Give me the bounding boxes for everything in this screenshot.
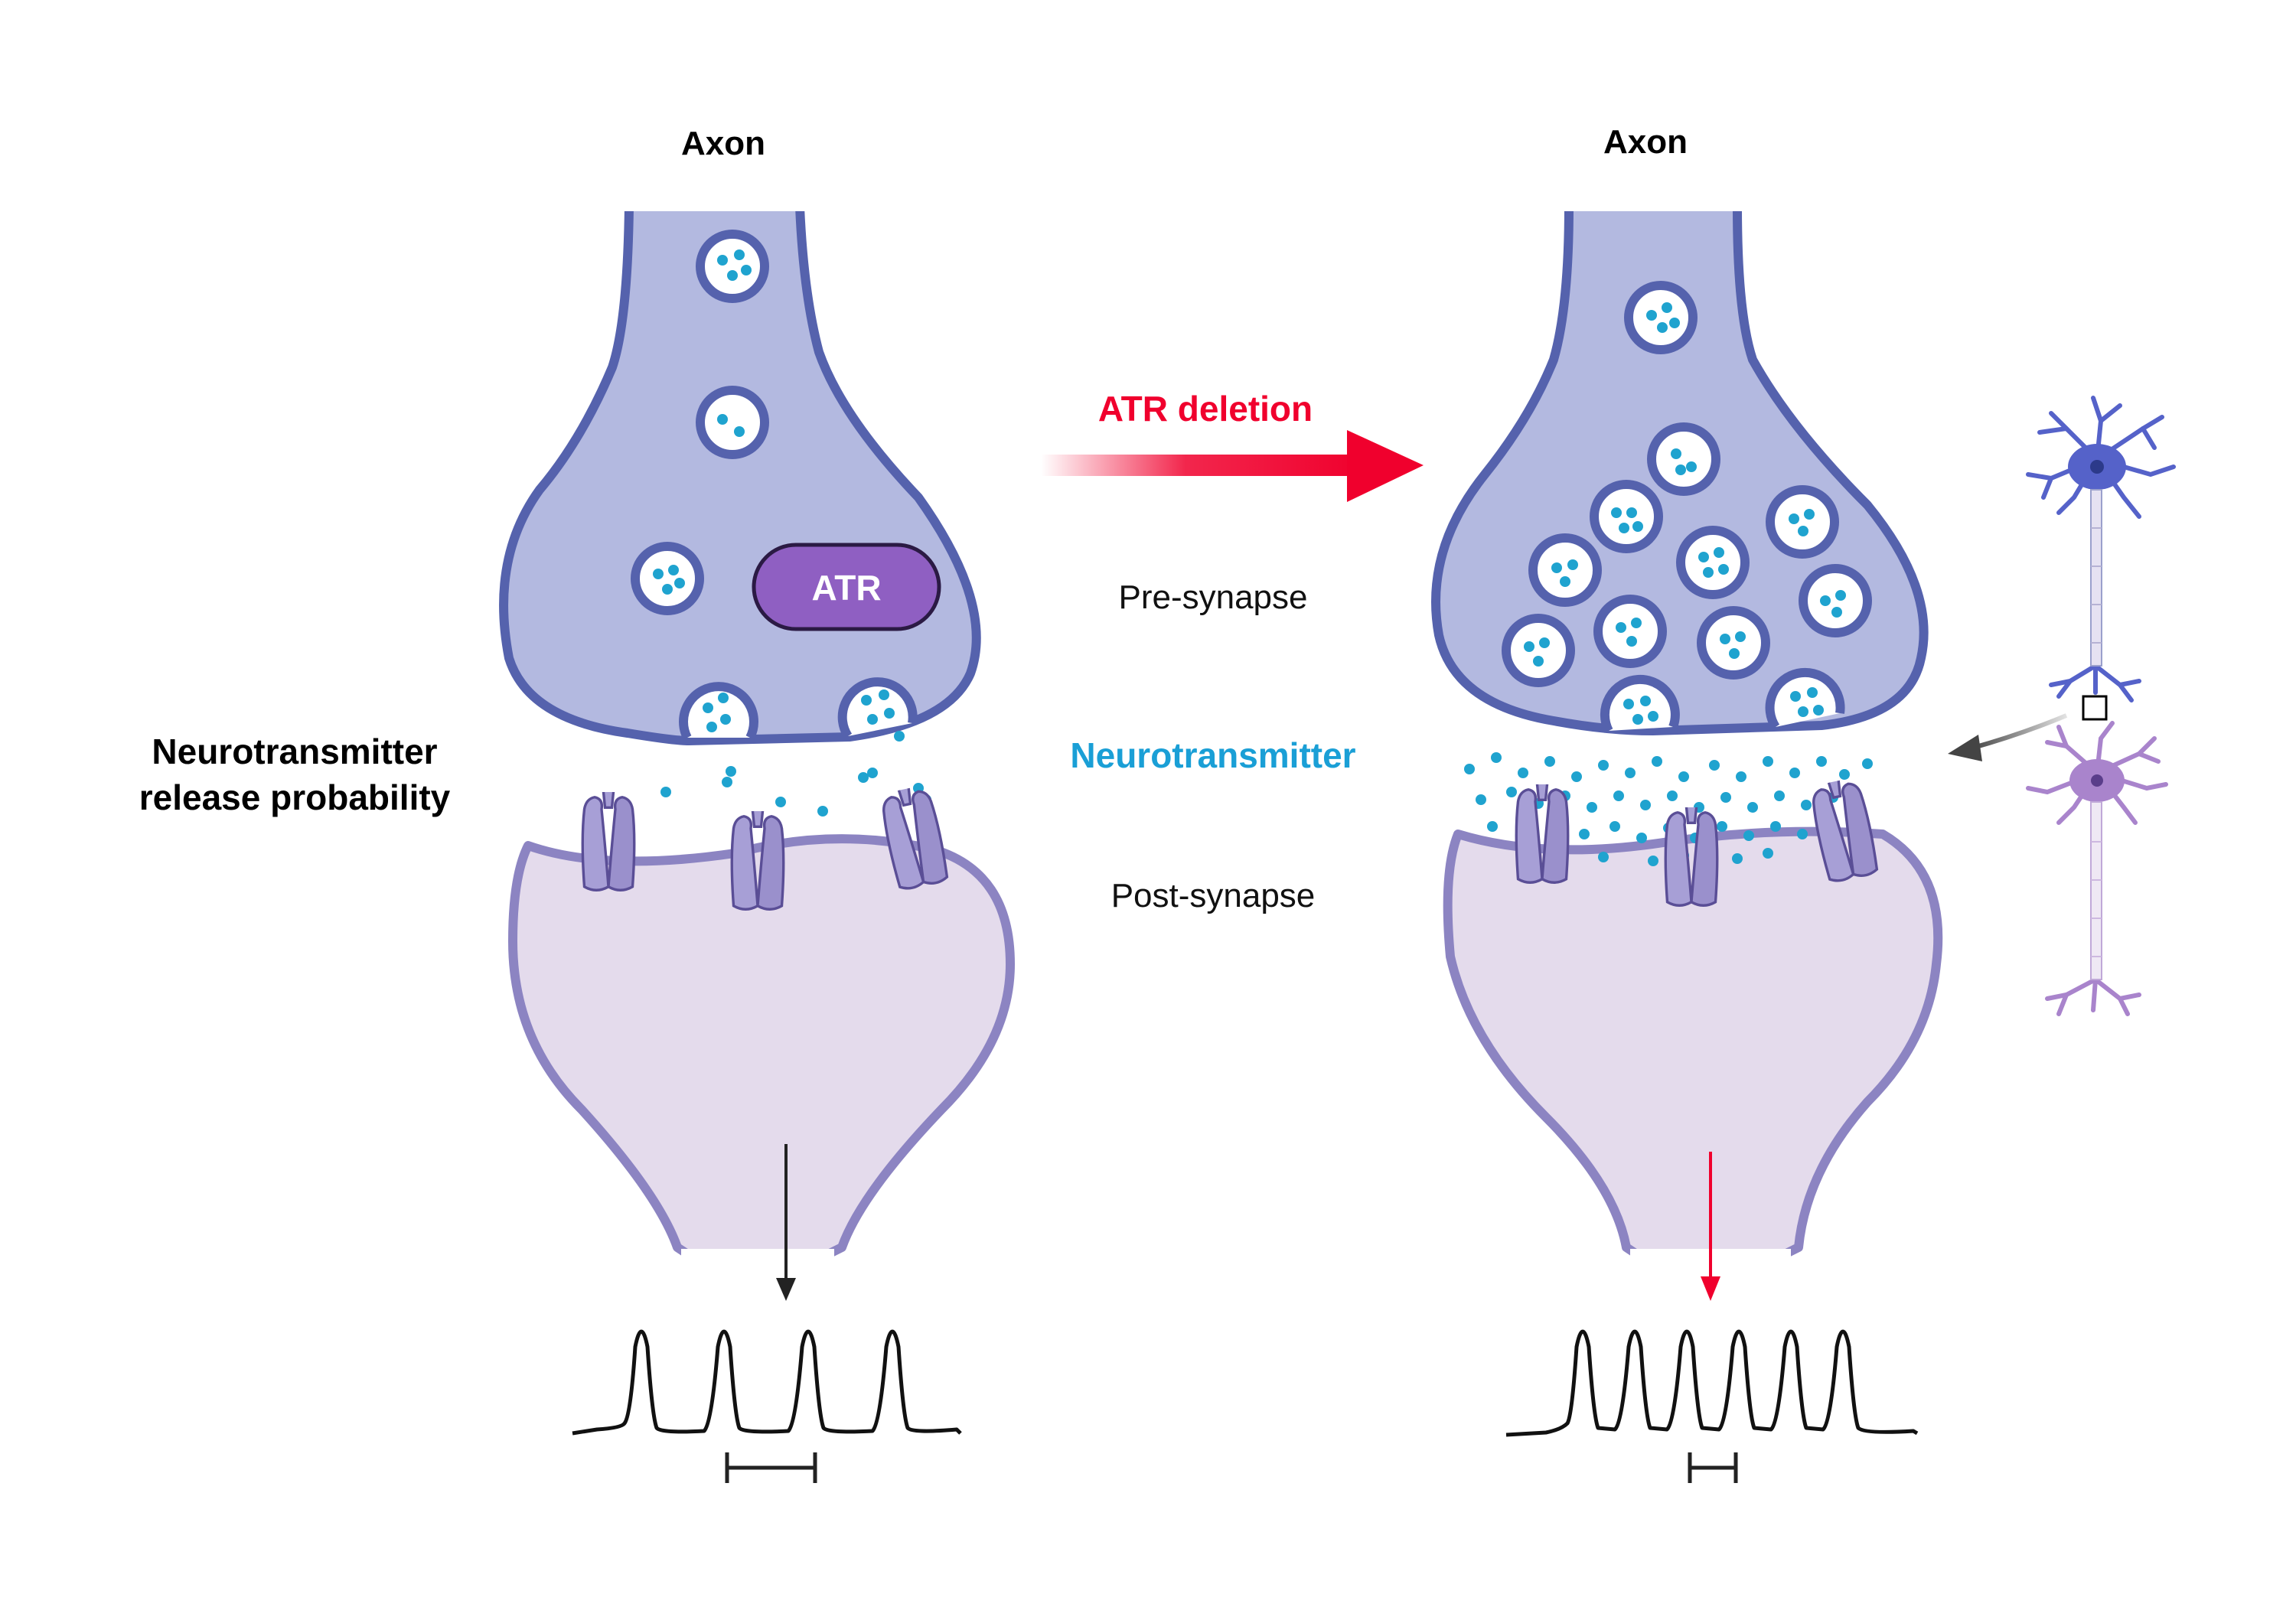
- fusing-vesicle: [837, 677, 918, 739]
- vesicle: [1502, 614, 1575, 687]
- vesicle: [1590, 480, 1663, 553]
- vesicle: [696, 230, 769, 303]
- post-synapse-label: Post-synapse: [1111, 877, 1316, 914]
- vesicle: [696, 386, 769, 459]
- vesicle: [1593, 595, 1667, 668]
- vesicle-cluster: [1502, 281, 1872, 687]
- release-probability-label-line2: release probability: [139, 777, 451, 817]
- left-spike-trace: [572, 1329, 962, 1436]
- atr-deletion-label: ATR deletion: [1098, 389, 1313, 429]
- atr-label: ATR: [811, 568, 881, 608]
- release-probability-label-line1: Neurotransmitter: [152, 732, 437, 771]
- scale-bar-icon: [725, 1452, 817, 1483]
- receptor-icon: [581, 792, 636, 892]
- vesicle: [1676, 526, 1750, 599]
- right-synapse: Axon: [1431, 123, 1943, 1483]
- neurotransmitter-dots: [1464, 752, 1873, 866]
- vesicle: [1647, 422, 1720, 496]
- vesicle: [1766, 485, 1839, 559]
- atr-deletion-arrow: [1041, 430, 1424, 502]
- fusing-vesicle: [1600, 674, 1680, 733]
- pre-synapse-label: Pre-synapse: [1118, 579, 1307, 616]
- left-synapse: ATR Axon: [499, 125, 1015, 1483]
- fusing-vesicle: [1765, 667, 1845, 730]
- right-spike-trace: [1505, 1329, 1919, 1437]
- fusing-vesicle: [679, 682, 758, 740]
- vesicle: [631, 542, 704, 615]
- arrow-icon: [776, 1144, 796, 1301]
- neuron-icon: [1948, 396, 2176, 1016]
- arrow-icon: [1701, 1152, 1720, 1301]
- receptor-icon: [1515, 784, 1570, 884]
- axon-label-left: Axon: [681, 125, 765, 162]
- atr-protein: ATR: [752, 543, 941, 631]
- neurotransmitter-label: Neurotransmitter: [1070, 735, 1355, 775]
- vesicle: [1624, 281, 1698, 354]
- vesicle: [1799, 564, 1872, 637]
- vesicle: [1697, 606, 1770, 680]
- scale-bar-icon: [1688, 1452, 1738, 1483]
- axon-label-right: Axon: [1603, 123, 1688, 161]
- vesicle: [1528, 533, 1602, 607]
